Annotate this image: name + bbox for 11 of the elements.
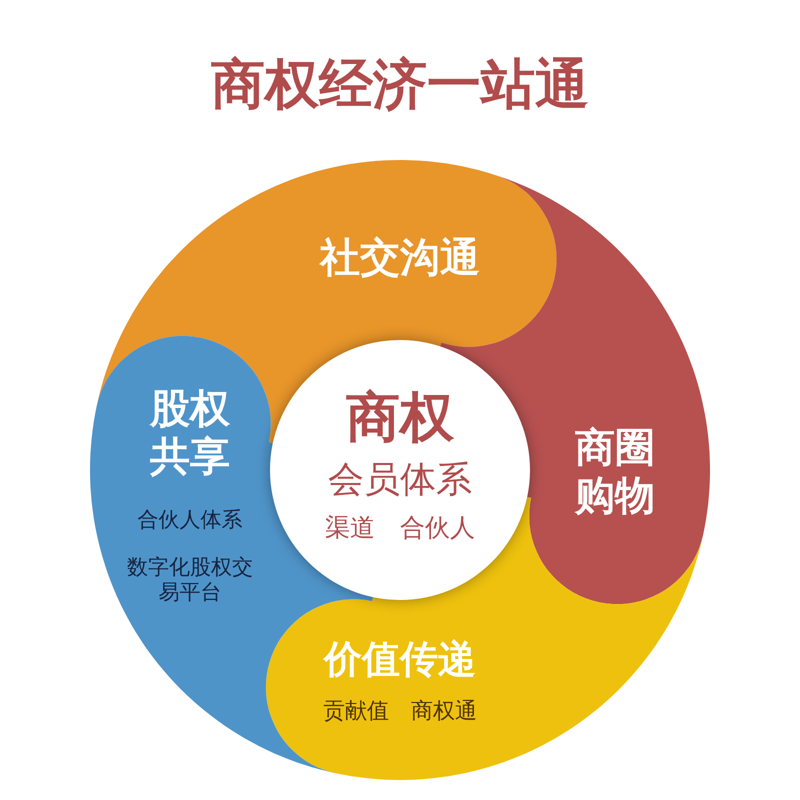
center-subtitle: 会员体系 [328, 458, 472, 502]
segment-subtitle: 合伙人体系 [138, 507, 242, 533]
center-title: 商权 [346, 386, 454, 450]
segment-title: 股权共享 [148, 385, 231, 481]
segment-title: 社交沟通 [320, 234, 480, 282]
segment-title: 商圈购物 [574, 424, 656, 520]
segment-subtitle: 数字化股权交易平台 [126, 554, 254, 606]
segment-subtitle: 贡献值 商权通 [323, 698, 477, 726]
center-subtitle: 渠道 合伙人 [325, 513, 475, 543]
segment-title: 价值传递 [324, 637, 476, 683]
title: 商权经济一站通 [211, 52, 589, 118]
